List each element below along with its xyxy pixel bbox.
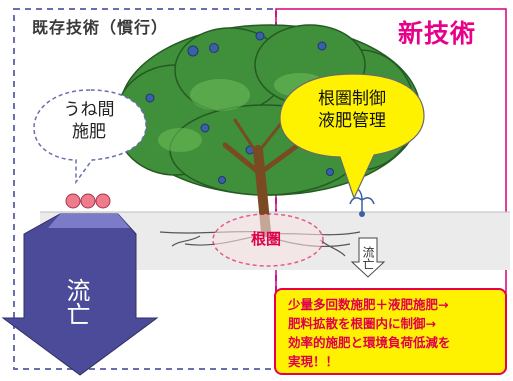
summary-line-4: 実現！！ (288, 354, 339, 369)
root-zone-label: 根圏 (251, 230, 282, 248)
runoff-arrow-small (350, 237, 386, 278)
bubble-furrow-text: うね間 施肥 (50, 99, 128, 143)
root-zone-boundary (212, 213, 324, 267)
bubble-furrow-shape (33, 89, 147, 185)
runoff-small-label: 流亡 (361, 246, 375, 270)
summary-line-1: 少量多回数施肥＋液肥施肥→ (288, 297, 449, 312)
bubble-control-line2: 液肥管理 (318, 111, 386, 131)
summary-box: 少量多回数施肥＋液肥施肥→ 肥料拡散を根圏内に制御→ 効率的施肥と環境負荷低減を… (274, 288, 507, 375)
bubble-control-line1: 根圏制御 (318, 89, 386, 109)
bubble-furrow-line2: 施肥 (72, 122, 106, 142)
runoff-large-label: 流亡 (62, 278, 90, 326)
bubble-control-shape (279, 73, 425, 200)
new-tech-label: 新技術 (398, 19, 477, 48)
bubble-control-text: 根圏制御 液肥管理 (296, 88, 408, 132)
summary-line-3: 効率的施肥と環境負荷低減を (288, 335, 451, 350)
existing-tech-label: 既存技術（慣行） (32, 18, 169, 37)
summary-line-2: 肥料拡散を根圏内に制御→ (288, 316, 436, 331)
bubble-furrow-line1: うね間 (63, 100, 115, 120)
runoff-arrow-large (1, 213, 159, 376)
fertilizer-pellets (65, 193, 111, 209)
